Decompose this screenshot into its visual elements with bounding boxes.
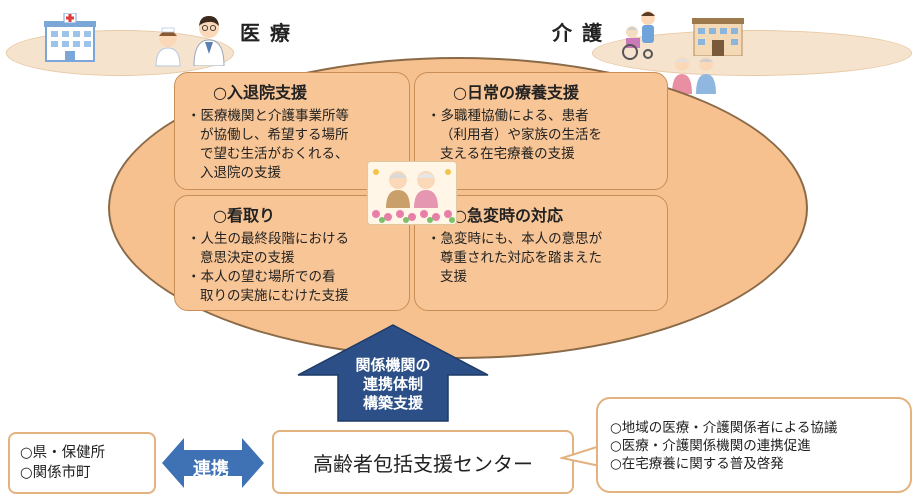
card-line: ・多職種協働による、患者 xyxy=(427,108,589,124)
elderly-couple-illustration xyxy=(367,161,457,225)
card-line: ・本人の望む場所での看 xyxy=(187,269,336,285)
card-title: ○日常の療養支援 xyxy=(453,83,579,102)
card-line: 意思決定の支援 xyxy=(200,250,295,266)
medical-label: 医療 xyxy=(240,21,300,45)
elderly-couple-icon xyxy=(666,54,722,94)
hospital-icon xyxy=(40,12,100,63)
nurse-icon xyxy=(150,22,186,68)
arrow-label-line: 関係機関の xyxy=(355,356,431,374)
caregiver-icon xyxy=(618,8,664,60)
card-line: ・医療機関と介護事業所等 xyxy=(187,108,349,124)
arrow-label-line: 構築支援 xyxy=(362,394,423,412)
prefecture-line: ○県・保健所 xyxy=(20,445,106,461)
card-line: （利用者）や家族の生活を xyxy=(440,127,602,143)
card-line: ・急変時にも、本人の意思が xyxy=(427,231,603,247)
card-line: で望む生活がおくれる、 xyxy=(200,146,349,162)
support-up-arrow xyxy=(296,323,490,423)
bubble-line: ○在宅療養に関する普及啓発 xyxy=(610,456,784,472)
prefecture-line: ○関係市町 xyxy=(20,465,91,481)
card-line: 支援 xyxy=(440,269,467,285)
card-line: ・人生の最終段階における xyxy=(187,231,349,247)
link-label: 連携 xyxy=(193,459,229,480)
card-title: ○看取り xyxy=(213,206,275,225)
card-line: が協働し、希望する場所 xyxy=(200,127,349,143)
arrow-label-line: 連携体制 xyxy=(362,375,423,393)
card-line: 入退院の支援 xyxy=(200,165,281,181)
bubble-line: ○地域の医療・介護関係者による協議 xyxy=(610,420,838,436)
support-center-box xyxy=(272,430,574,494)
support-center-name: 高齢者包括支援センター xyxy=(313,452,533,476)
care-cloud xyxy=(592,30,912,76)
care-label: 介護 xyxy=(552,21,612,45)
link-double-arrow xyxy=(160,436,266,490)
card-title: ○入退院支援 xyxy=(213,83,307,102)
card-line: 支える在宅療養の支援 xyxy=(440,146,575,162)
care-facility-icon xyxy=(692,16,744,57)
doctor-icon xyxy=(190,12,228,67)
arrow-label: 関係機関の 連携体制 構築支援 xyxy=(338,356,448,413)
card-line: 取りの実施にむけた支援 xyxy=(200,288,349,304)
card-end-of-life: ○看取り ・人生の最終段階における 意思決定の支援 ・本人の望む場所での看 取り… xyxy=(174,195,410,311)
prefecture-box: ○県・保健所 ○関係市町 xyxy=(8,432,156,494)
bubble-line: ○医療・介護関係機関の連携促進 xyxy=(610,438,811,454)
activities-bubble: ○地域の医療・介護関係者による協議 ○医療・介護関係機関の連携促進 ○在宅療養に… xyxy=(596,397,912,493)
card-line: 尊重された対応を踏まえた xyxy=(440,250,602,266)
card-title: ○急変時の対応 xyxy=(453,206,563,225)
